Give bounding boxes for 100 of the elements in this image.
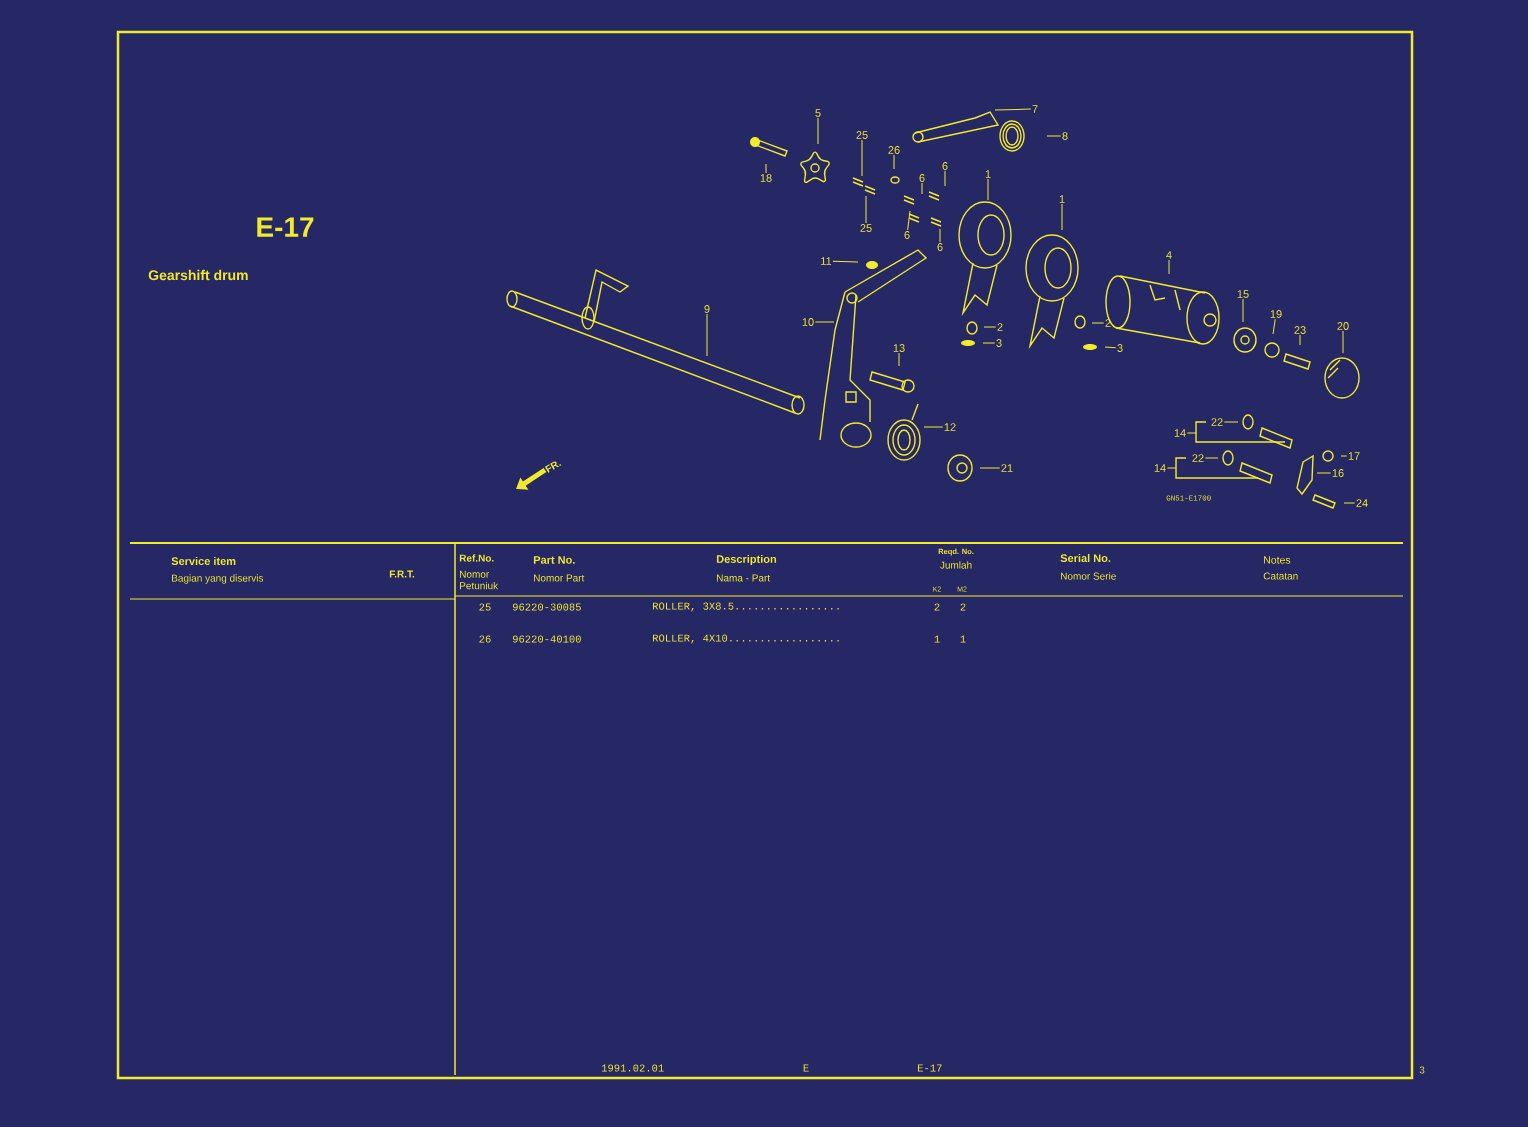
leader-line <box>987 178 989 201</box>
callout-number: 23 <box>1294 326 1306 334</box>
leader-line <box>982 342 996 344</box>
column-header: Description <box>716 554 777 566</box>
table-cell: 2 <box>934 603 940 611</box>
table-cell: 1 <box>960 635 966 643</box>
column-header: Ref.No. <box>459 554 494 562</box>
leader-line <box>921 182 923 195</box>
leader-line <box>1223 421 1239 423</box>
leader-line <box>814 321 835 323</box>
leader-line <box>1204 457 1219 459</box>
leader-line <box>1091 322 1105 324</box>
leader-line <box>1186 432 1197 434</box>
column-header: Bagian yang diservis <box>172 574 264 584</box>
leader-line <box>865 195 867 224</box>
callout-number: 6 <box>942 162 948 170</box>
column-header: Serial No. <box>1060 553 1111 563</box>
leader-line <box>939 228 941 243</box>
callout-number: 6 <box>919 174 925 182</box>
callout-number: 18 <box>760 174 772 182</box>
callout-number: 4 <box>1166 251 1172 259</box>
callout-number: 25 <box>856 131 868 139</box>
table-cell: ROLLER, 3X8.5................. <box>653 602 839 612</box>
leader-line <box>1104 346 1117 349</box>
column-header: Catatan <box>1263 572 1298 580</box>
leader-line <box>861 139 863 177</box>
callout-number: 8 <box>1062 132 1068 140</box>
callout-number: 15 <box>1237 290 1249 298</box>
column-header: Nomor Serie <box>1061 572 1116 580</box>
callout-number: 11 <box>821 257 832 265</box>
callout-number: 12 <box>944 423 956 431</box>
callout-number: 10 <box>802 318 814 326</box>
table-cell: ROLLER, 4X10.................. <box>653 634 839 644</box>
callout-number: 3 <box>996 339 1002 347</box>
callout-number: 14 <box>1154 464 1166 472</box>
leader-line <box>898 352 900 367</box>
leader-line <box>994 108 1032 111</box>
leader-line <box>983 326 997 328</box>
column-header: Service item <box>171 556 236 566</box>
leader-line <box>944 170 946 187</box>
table-cell: 25 <box>479 603 491 611</box>
leader-line <box>1242 298 1244 323</box>
footer-text: E <box>803 1064 809 1072</box>
callout-number: 1 <box>985 170 991 178</box>
callout-number: 14 <box>1174 429 1186 437</box>
leader-line <box>1166 467 1177 469</box>
leader-line <box>1343 502 1356 504</box>
callout-number: 7 <box>1032 105 1038 113</box>
table-cell: 96220-30085 <box>512 603 581 611</box>
direction-label: FR. <box>544 461 562 473</box>
leader-line <box>706 313 708 357</box>
column-header: Nama - Part <box>717 574 771 582</box>
leader-line <box>832 260 859 263</box>
leader-line <box>817 117 819 145</box>
callout-number: 2 <box>997 323 1003 331</box>
leader-line <box>1299 334 1301 346</box>
callout-number: 25 <box>860 224 872 232</box>
callout-number: 9 <box>704 305 710 313</box>
table-cell: 96220-40100 <box>512 635 581 643</box>
leader-line <box>1168 259 1170 275</box>
column-header: Nomor Petuniuk <box>460 570 499 590</box>
table-cell: 2 <box>960 603 966 611</box>
leader-line <box>1046 135 1062 137</box>
leader-line <box>1340 455 1348 457</box>
callout-number: 24 <box>1356 499 1368 507</box>
callout-number: 19 <box>1270 310 1282 318</box>
leader-line <box>907 210 911 231</box>
leader-line <box>923 426 944 428</box>
callout-number: 1 <box>1059 195 1065 203</box>
leader-line <box>979 467 1001 469</box>
footer-text: 1991.02.01 <box>601 1064 664 1072</box>
callout-number: 13 <box>893 344 905 352</box>
callout-number: 21 <box>1001 464 1013 472</box>
callout-number: 22 <box>1192 454 1204 462</box>
column-header: F.R.T. <box>389 570 415 578</box>
footer-text: E-17 <box>918 1064 942 1072</box>
callout-number: 26 <box>888 146 900 154</box>
column-header: Jumlah <box>940 561 972 569</box>
title: E-17 <box>257 217 314 237</box>
column-header: Part No. <box>533 556 575 564</box>
callout-number: 5 <box>815 109 821 117</box>
table-cell: 26 <box>479 635 491 643</box>
column-header: Notes <box>1264 556 1291 564</box>
callout-number: 16 <box>1332 469 1344 477</box>
leader-line <box>1061 203 1063 231</box>
callout-number: 6 <box>904 231 910 239</box>
callout-number: 22 <box>1211 418 1223 426</box>
leader-line <box>1342 330 1344 354</box>
leader-line <box>893 154 895 170</box>
leader-line <box>765 163 767 174</box>
subtitle: Gearshift drum <box>148 269 248 281</box>
footer-text: 3 <box>1419 1066 1425 1074</box>
callout-number: 17 <box>1348 452 1360 460</box>
leader-line <box>1316 472 1332 474</box>
callout-number: 6 <box>937 243 943 251</box>
callout-number: 3 <box>1117 344 1123 352</box>
leader-line <box>1272 318 1276 335</box>
table-cell: 1 <box>934 635 940 643</box>
callout-number: 20 <box>1337 322 1349 330</box>
column-header: Nomor Part <box>534 574 585 582</box>
